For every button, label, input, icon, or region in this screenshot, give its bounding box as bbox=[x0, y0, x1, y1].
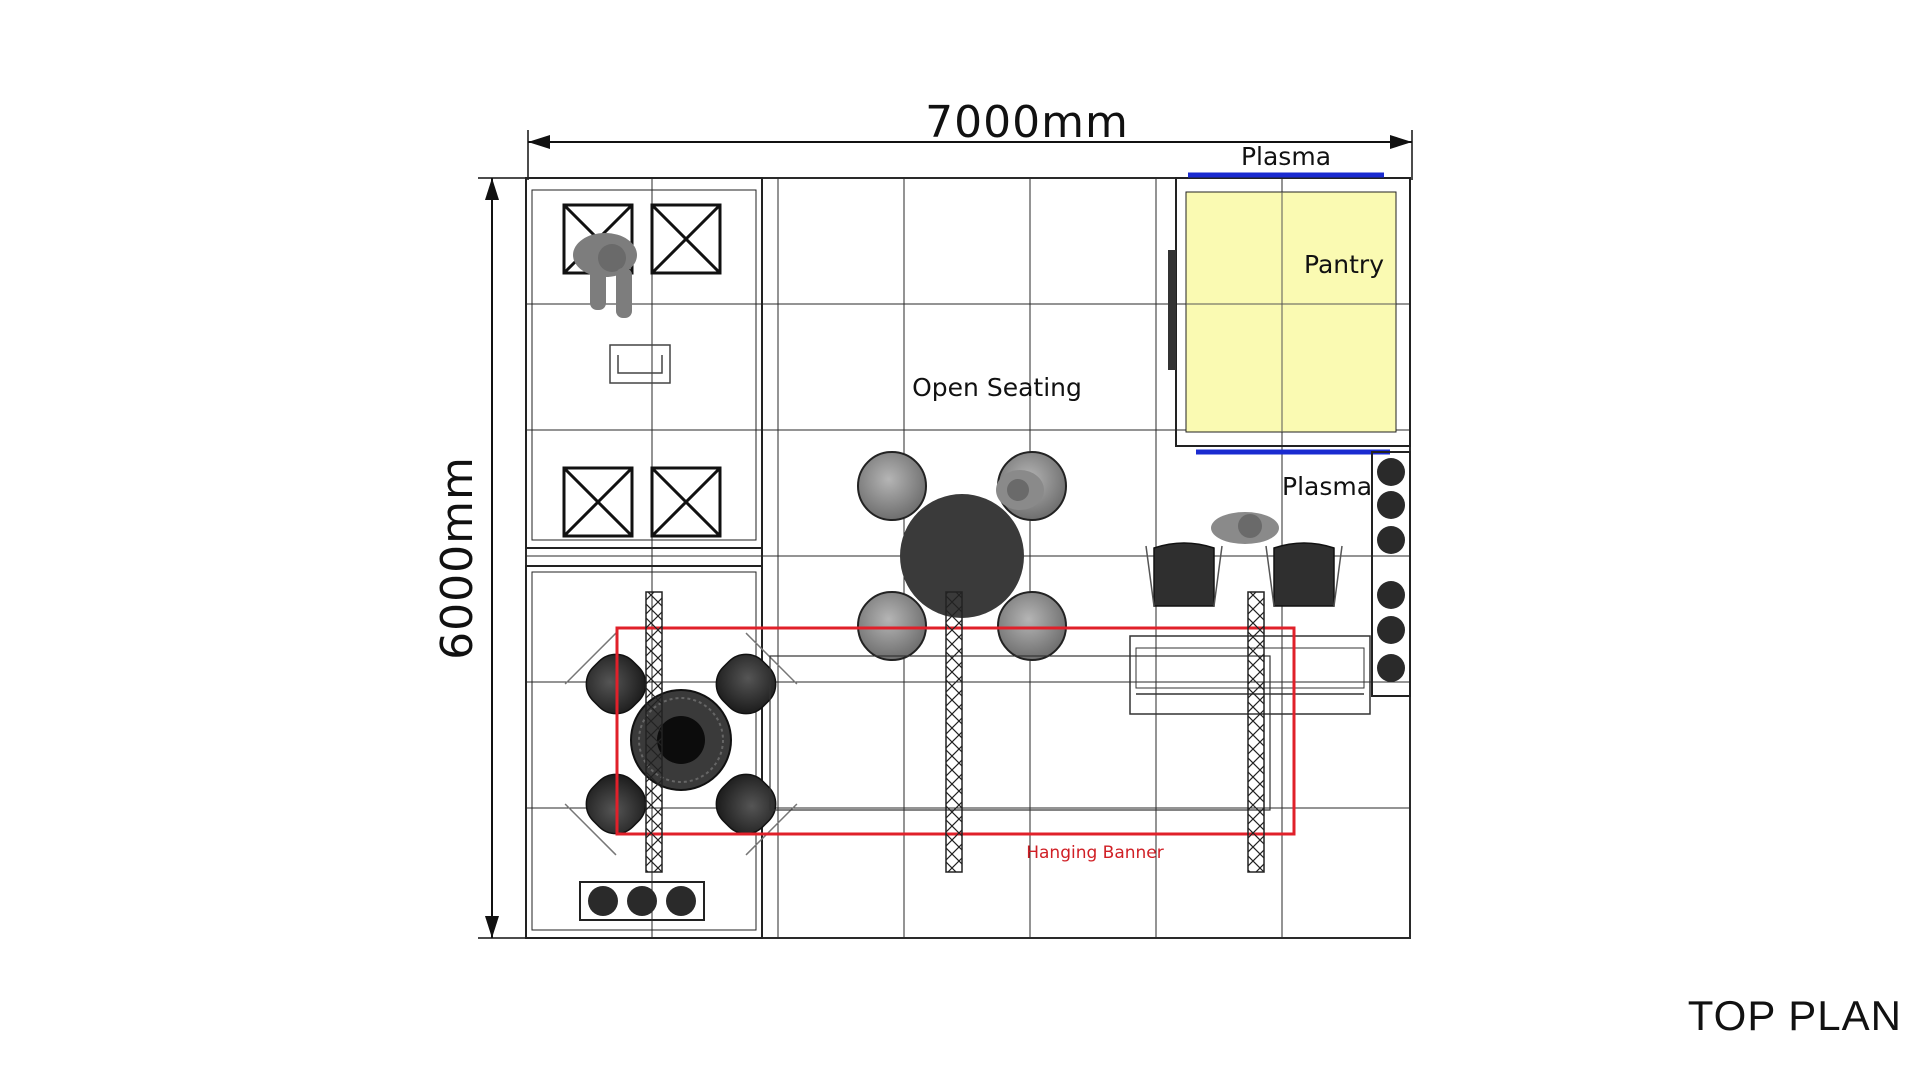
width-dimension: 7000mm bbox=[527, 97, 1413, 180]
plasma-side: Plasma bbox=[1196, 449, 1390, 501]
open-seating-label: Open Seating bbox=[912, 373, 1082, 402]
height-label: 6000mm bbox=[432, 456, 483, 660]
round-table-icon bbox=[900, 494, 1024, 618]
hanging-banner-label: Hanging Banner bbox=[1026, 843, 1164, 863]
chair-icon bbox=[564, 632, 798, 856]
plan-title: TOP PLAN bbox=[1688, 992, 1902, 1039]
pantry-label: Pantry bbox=[1304, 250, 1384, 279]
plasma-top: Plasma bbox=[1188, 142, 1384, 178]
truss-icon bbox=[645, 591, 1265, 873]
plasma-side-label: Plasma bbox=[1282, 472, 1372, 501]
armchair-icon bbox=[1145, 542, 1343, 607]
person-icon bbox=[573, 233, 637, 318]
plasma-top-label: Plasma bbox=[1241, 142, 1331, 171]
height-dimension: 6000mm bbox=[432, 177, 528, 939]
person-icon bbox=[1211, 512, 1279, 544]
plant-planter-icon bbox=[579, 881, 705, 921]
person-icon bbox=[996, 470, 1044, 510]
pantry-room: Pantry bbox=[1168, 177, 1411, 447]
plant-icon bbox=[1371, 451, 1411, 697]
small-counter-icon bbox=[609, 344, 671, 384]
width-label: 7000mm bbox=[925, 97, 1129, 148]
